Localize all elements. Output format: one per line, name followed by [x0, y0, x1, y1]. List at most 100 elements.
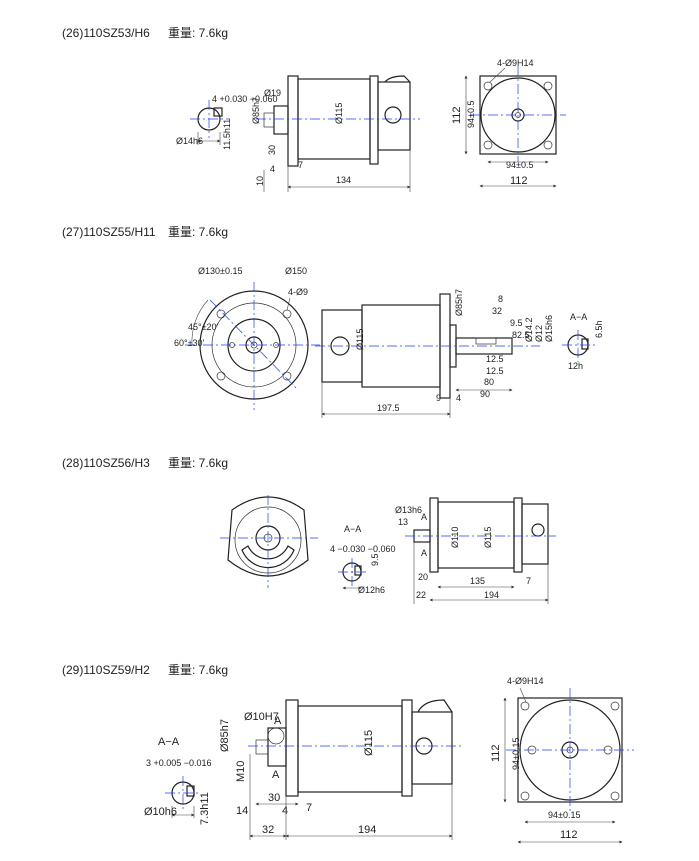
motor-29-thread: M10	[235, 761, 247, 782]
motor-26-len-10: 10	[255, 176, 265, 186]
motor-27-angle-1: 45°±20'	[188, 322, 219, 332]
motor-26-shaft-diameter: Ø14h6	[176, 136, 203, 146]
motor-26-len-134: 134	[336, 175, 351, 185]
motor-28-len-7: 7	[526, 576, 531, 586]
motor-29-weight: 重量: 7.6kg	[168, 663, 228, 677]
motor-29-len-30: 30	[268, 792, 280, 804]
motor-26-len-30: 30	[267, 145, 277, 155]
motor-27-title: (27)110SZ55/H11	[62, 225, 156, 239]
motor-29-mount-holes: 4-Ø9H14	[507, 676, 544, 686]
motor-26-size-width: 112	[510, 175, 528, 187]
motor-28-len-22: 22	[416, 590, 426, 600]
motor-29-len-4: 4	[282, 805, 288, 817]
motor-28-len-194: 194	[484, 590, 499, 600]
motor-26-pcd-vertical: 94±0.5	[466, 101, 476, 128]
motor-29-len-194: 194	[358, 824, 376, 836]
motor-27-section-aa: A−A 6.5h 12h	[562, 312, 604, 371]
motor-28-len-13: 13	[398, 517, 408, 527]
motor-27-d-12: Ø12	[534, 325, 544, 342]
motor-29-key-tolerance: 3 +0.005 −0.016	[146, 758, 212, 768]
motor-27-weight: 重量: 7.6kg	[168, 225, 228, 239]
motor-26-len-7: 7	[298, 160, 303, 170]
motor-29-mark-a-2: A	[272, 769, 280, 781]
motor-27-len-82-5: 82.5	[512, 330, 530, 340]
motor-29-section-label: A−A	[158, 736, 180, 748]
motor-28-weight: 重量: 7.6kg	[168, 456, 228, 470]
motor-26-side-view: Ø19 Ø85h7 Ø115 30 4 7 10 134	[251, 75, 420, 192]
motor-26-key-tolerance: 4 +0.030 −0.060	[212, 94, 278, 104]
motor-28-section: (28)110SZ56/H3 重量: 7.6kg A−A 4 −0.030 −0…	[62, 456, 556, 604]
motor-26-section: (26)110SZ53/H6 重量: 7.6kg Ø14h6 4 +0.030 …	[62, 26, 566, 192]
motor-28-front-view	[220, 495, 318, 588]
motor-26-len-4: 4	[270, 164, 275, 174]
motor-28-body-diameter-2: Ø115	[483, 527, 493, 548]
motor-27-side-view: Ø115 Ø85h7 32 8 9.5 82.5 Ø14.2 Ø12 Ø15h6…	[315, 289, 554, 418]
motor-26-title: (26)110SZ53/H6	[62, 26, 150, 40]
motor-28-section-aa: A−A 4 −0.030 −0.060 9.5 Ø12h6	[330, 524, 396, 595]
motor-29-side-view: Ø10H7 A A Ø85h7 M10 Ø115 30 4 7 14 32 19…	[219, 699, 462, 840]
motor-27-len-197-5: 197.5	[377, 403, 400, 413]
motor-28-len-135: 135	[470, 576, 485, 586]
motor-29-size-width: 112	[560, 829, 578, 841]
motor-28-mark-a-2: A	[421, 548, 427, 558]
motor-26-fit-diameter: Ø19	[264, 88, 281, 98]
motor-27-len-12-5b: 12.5	[486, 366, 504, 376]
motor-29-keyway-depth: 7.3h11	[199, 792, 211, 825]
motor-27-front-view: Ø130±0.15 Ø150 4-Ø9 45°±20' 60°±30'	[174, 266, 320, 410]
motor-29-len-14: 14	[236, 805, 248, 817]
motor-27-len-9-5: 9.5	[510, 318, 523, 328]
motor-26-body-diameter: Ø115	[334, 103, 344, 124]
motor-29-mark-a: A	[274, 715, 282, 727]
motor-29-section-aa: A−A 3 +0.005 −0.016 Ø10h6 7.3h11	[144, 736, 212, 825]
motor-28-title: (28)110SZ56/H3	[62, 456, 150, 470]
motor-29-shaft-diameter: Ø10h6	[144, 806, 177, 818]
motor-26-size-height: 112	[451, 106, 463, 124]
motor-27-d-15h: Ø15h6	[544, 315, 554, 342]
motor-27-key-depth: 6.5h	[594, 320, 604, 338]
motor-29-pcd-horizontal: 94±0.15	[548, 810, 580, 820]
motor-29-size-height: 112	[490, 744, 502, 762]
motor-26-shaft-section: Ø14h6 4 +0.030 −0.060 11.5h11	[176, 94, 278, 150]
motor-27-len-90: 90	[480, 389, 490, 399]
motor-26-mount-holes: 4-Ø9H14	[497, 58, 534, 68]
motor-27-len-8: 8	[498, 294, 503, 304]
motor-27-len-4: 4	[456, 393, 461, 403]
motor-28-section-label: A−A	[344, 524, 361, 534]
motor-27-pcd: Ø130±0.15	[198, 266, 242, 276]
motor-27-angle-2: 60°±30'	[174, 338, 205, 348]
motor-29-fit-diameter: Ø10H7	[244, 711, 279, 723]
motor-27-len-80: 80	[484, 377, 494, 387]
motor-29-len-7: 7	[306, 802, 312, 814]
motor-29-title: (29)110SZ59/H2	[62, 663, 150, 677]
motor-27-section: (27)110SZ55/H11 重量: 7.6kg Ø130±0.15 Ø150…	[62, 225, 604, 418]
motor-26-spigot-diameter: Ø85h7	[251, 97, 261, 124]
motor-28-key-tolerance: 4 −0.030 −0.060	[330, 544, 396, 554]
motor-26-weight: 重量: 7.6kg	[168, 26, 228, 40]
motor-26-pcd-horizontal: 94±0.5	[506, 160, 533, 170]
motor-27-flange-diameter: Ø150	[285, 266, 307, 276]
motor-29-spigot-diameter: Ø85h7	[219, 719, 231, 752]
motor-29-len-32: 32	[262, 824, 274, 836]
motor-27-spigot-diameter: Ø85h7	[454, 289, 464, 316]
motor-27-len-9: 9	[436, 393, 441, 403]
motor-27-len-32: 32	[492, 306, 502, 316]
motor-28-body-diameter: Ø110	[450, 527, 460, 548]
motor-27-section-label: A−A	[570, 312, 587, 322]
motor-29-front-view: 4-Ø9H14 112 94±0.15 94±0.15 112	[490, 676, 634, 844]
motor-28-mark-a: A	[421, 512, 427, 522]
motor-27-body-diameter: Ø115	[355, 329, 365, 350]
motor-29-body-diameter: Ø115	[363, 730, 375, 756]
motor-28-len-20: 20	[418, 572, 428, 582]
motor-28-key-depth: 9.5	[370, 553, 380, 566]
motor-27-d-14: Ø14.2	[524, 317, 534, 342]
motor-27-key-width: 12h	[568, 361, 583, 371]
motor-27-len-12-5: 12.5	[486, 354, 504, 364]
motor-27-mount-holes: 4-Ø9	[288, 287, 308, 297]
motor-29-pcd-vertical: 94±0.15	[511, 738, 521, 770]
motor-28-shaft-diameter: Ø12h6	[358, 585, 385, 595]
motor-28-fit-diameter: Ø13h6	[395, 505, 422, 515]
motor-28-side-view: Ø13h6 13 A A Ø110 Ø115 20 135 7 22 194	[395, 497, 556, 604]
motor-29-section: (29)110SZ59/H2 重量: 7.6kg A−A 3 +0.005 −0…	[62, 663, 634, 844]
motor-26-front-view: 4-Ø9H14 112 94±0.5 94±0.5 112	[451, 58, 566, 188]
